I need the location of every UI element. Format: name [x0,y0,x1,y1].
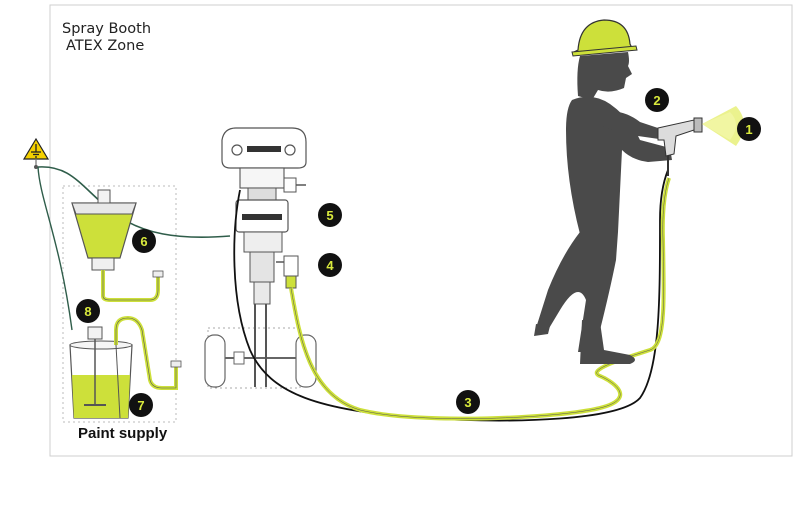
callout-8: 8 [76,299,100,323]
callout-3: 3 [456,390,480,414]
hard-hat-icon [571,19,638,57]
callout-2: 2 [645,88,669,112]
ground-wire-supply [37,166,73,331]
ground-warning-icon [22,137,50,169]
spray-gun [657,117,703,176]
paint-bucket [69,315,182,419]
pump-trolley [204,127,317,389]
callout-4-label: 4 [326,258,334,273]
paint-hopper [71,189,164,302]
callout-1-label: 1 [745,122,752,137]
callout-6-label: 6 [140,234,147,249]
callout-5: 5 [318,203,342,227]
callout-5-label: 5 [326,208,333,223]
callout-4: 4 [318,253,342,277]
paint-supply-label: Paint supply [78,425,168,442]
callout-7-label: 7 [137,398,144,413]
callout-7: 7 [129,393,153,417]
air-hose [233,169,669,422]
zone-title-line1: Spray Booth [62,21,152,37]
callout-1: 1 [737,117,761,141]
zone-title-line2: ATEX Zone [66,38,145,54]
paint-supply-group [62,185,177,423]
callout-3-label: 3 [464,395,471,410]
callout-8-label: 8 [84,304,91,319]
atex-zone-boundary [49,4,793,457]
callout-6: 6 [132,229,156,253]
callout-2-label: 2 [653,93,660,108]
operator-silhouette [534,19,672,364]
